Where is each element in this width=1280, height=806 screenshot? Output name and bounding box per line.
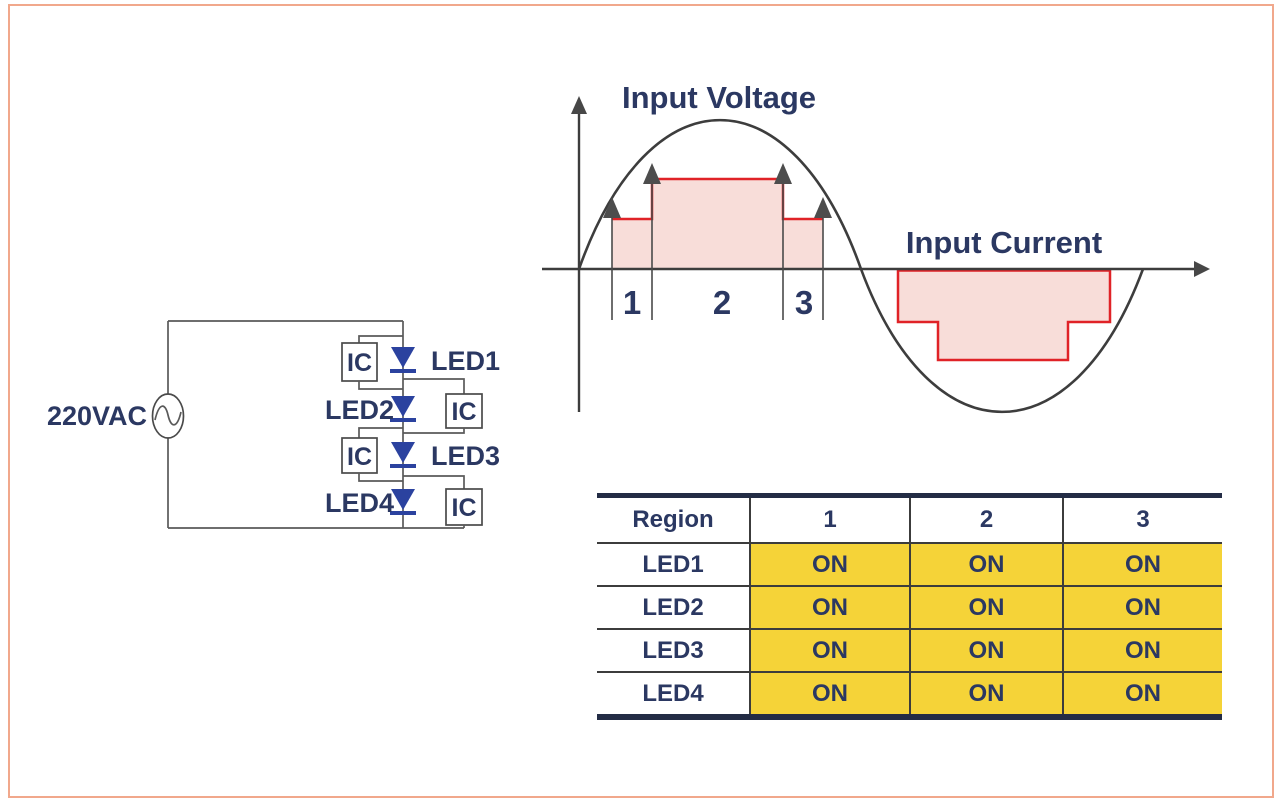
input-current-line-positive (612, 177, 823, 221)
region-label-2: 2 (713, 284, 731, 321)
region-label-3: 3 (795, 284, 813, 321)
led1-symbol (390, 347, 416, 373)
led-region-state-table: Region 1 2 3 LED1 ON ON ON LED2 ON ON ON… (597, 493, 1222, 720)
region-boundaries (603, 163, 832, 320)
source-voltage-label: 220VAC (47, 401, 147, 431)
x-axis-arrow-icon (1194, 261, 1210, 277)
ic3-bypass: IC (341, 427, 403, 482)
state-cell: ON (1063, 629, 1222, 673)
state-cell: ON (910, 672, 1064, 717)
state-cell: ON (750, 629, 911, 673)
y-axis-arrow-icon (571, 96, 587, 114)
row-label: LED4 (597, 672, 751, 717)
state-cell: ON (750, 586, 911, 630)
ic-label: IC (347, 443, 372, 471)
column-header-2: 2 (910, 495, 1064, 544)
boundary-arrow-icon (774, 163, 792, 184)
led4-symbol (390, 489, 416, 515)
led2-label: LED2 (325, 395, 394, 425)
table-row: LED1 ON ON ON (597, 543, 1222, 587)
led2-symbol (390, 396, 416, 422)
column-header-region: Region (597, 495, 751, 544)
input-current-fill-negative (898, 270, 1110, 360)
boundary-arrow-icon (603, 197, 621, 218)
row-label: LED2 (597, 586, 751, 630)
ic1-bypass: IC (341, 335, 403, 390)
table-row: LED4 ON ON ON (597, 672, 1222, 717)
state-cell: ON (910, 586, 1064, 630)
table-row: LED3 ON ON ON (597, 629, 1222, 673)
led1-label: LED1 (431, 346, 500, 376)
circuit-wires (167, 320, 464, 529)
waveform-chart: Input Voltage Input Current 1 2 3 (542, 80, 1210, 414)
state-cell: ON (1063, 672, 1222, 717)
state-cell: ON (750, 543, 911, 587)
ic-label: IC (347, 349, 372, 377)
state-cell: ON (1063, 586, 1222, 630)
boundary-arrow-icon (814, 197, 832, 218)
input-current-line-negative (896, 269, 1112, 362)
ic-label: IC (452, 494, 477, 522)
input-voltage-title: Input Voltage (622, 80, 816, 115)
input-current-fill-positive (612, 179, 823, 269)
column-header-1: 1 (750, 495, 911, 544)
region-label-1: 1 (623, 284, 641, 321)
table-header-row: Region 1 2 3 (597, 495, 1222, 544)
state-cell: ON (750, 672, 911, 717)
state-cell: ON (1063, 543, 1222, 587)
boundary-arrow-icon (643, 163, 661, 184)
column-header-3: 3 (1063, 495, 1222, 544)
row-label: LED3 (597, 629, 751, 673)
led3-symbol (390, 442, 416, 468)
ic-label: IC (452, 398, 477, 426)
row-label: LED1 (597, 543, 751, 587)
ac-source-symbol (151, 393, 185, 439)
led4-label: LED4 (325, 488, 394, 518)
table-row: LED2 ON ON ON (597, 586, 1222, 630)
ic2-bypass: IC (403, 378, 483, 434)
state-cell: ON (910, 629, 1064, 673)
state-cell: ON (910, 543, 1064, 587)
led-driver-circuit: 220VAC IC IC IC IC (47, 320, 500, 529)
ic4-bypass: IC (403, 475, 483, 528)
led3-label: LED3 (431, 441, 500, 471)
input-current-title: Input Current (906, 225, 1102, 260)
